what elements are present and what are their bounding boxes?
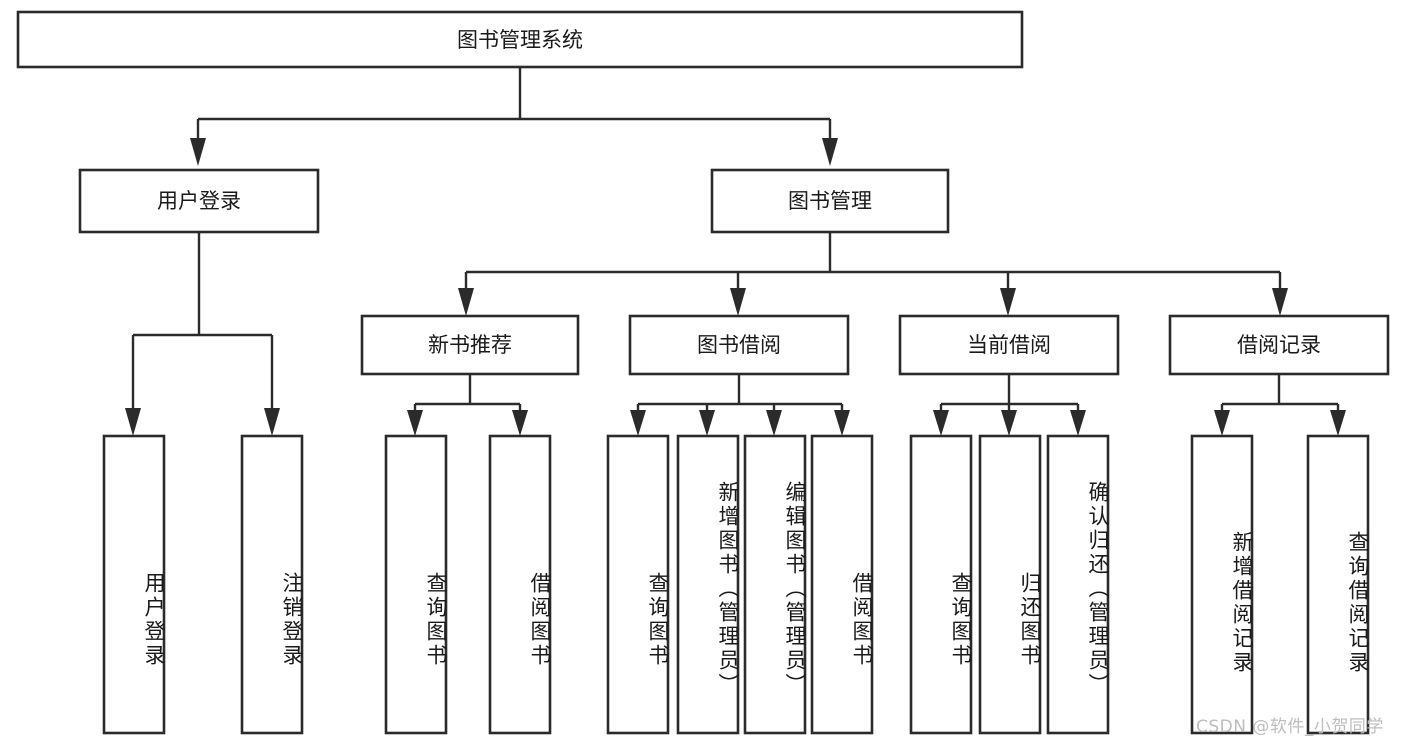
node-book-manage-label: 图书管理	[788, 189, 872, 213]
arrow-head-leaf-add-book	[699, 410, 715, 436]
arrow-head-book-manage	[822, 138, 838, 166]
node-leaf-logout[interactable]	[240, 434, 304, 735]
node-current-borrow[interactable]	[898, 314, 1120, 376]
arrow-head-leaf-return-book	[1001, 410, 1017, 436]
node-root-label: 图书管理系统	[457, 28, 583, 52]
arrow-head-leaf-user-login	[125, 408, 141, 436]
node-leaf-add-book[interactable]	[676, 434, 740, 735]
arrow-head-leaf-query-book-2	[630, 410, 646, 436]
node-leaf-user-login[interactable]	[102, 434, 166, 735]
arrow-head-leaf-add-record	[1214, 410, 1230, 436]
node-current-borrow-label: 当前借阅	[967, 333, 1051, 357]
node-book-borrow-label: 图书借阅	[697, 333, 781, 357]
node-leaf-edit-book[interactable]	[743, 434, 807, 735]
node-new-book-rec[interactable]	[360, 314, 580, 376]
arrow-head-leaf-confirm-return	[1070, 410, 1086, 436]
node-borrow-record-label: 借阅记录	[1237, 333, 1321, 357]
node-leaf-query-book-3[interactable]	[909, 434, 973, 735]
node-leaf-query-record[interactable]	[1306, 434, 1370, 735]
node-leaf-borrow-book-1[interactable]	[488, 434, 552, 735]
node-book-manage[interactable]	[710, 168, 950, 234]
node-leaf-borrow-book-2[interactable]	[810, 434, 874, 735]
arrow-head-leaf-logout	[264, 408, 280, 436]
csdn-watermark: CSDN @软件_小贺同学	[1196, 717, 1384, 737]
arrow-head-current-borrow	[1000, 288, 1016, 316]
arrow-head-user-login	[190, 138, 206, 166]
arrow-head-new-book-rec	[458, 288, 474, 316]
node-leaf-query-book-2[interactable]	[606, 434, 670, 735]
node-new-book-rec-label: 新书推荐	[428, 333, 512, 357]
arrow-head-leaf-query-book-3	[933, 410, 949, 436]
arrow-head-borrow-record	[1272, 288, 1288, 316]
node-book-borrow[interactable]	[628, 314, 850, 376]
node-user-login-label: 用户登录	[157, 189, 241, 213]
arrow-head-book-borrow	[730, 288, 746, 316]
node-leaf-query-book-1[interactable]	[384, 434, 448, 735]
arrow-head-leaf-query-record	[1330, 410, 1346, 436]
arrow-head-leaf-edit-book	[766, 410, 782, 436]
node-root[interactable]	[16, 10, 1024, 69]
node-borrow-record[interactable]	[1168, 314, 1390, 376]
arrow-head-leaf-query-book-1	[407, 410, 423, 436]
arrow-head-leaf-borrow-book-1	[512, 410, 528, 436]
node-leaf-confirm-return[interactable]	[1046, 434, 1110, 735]
arrow-head-leaf-borrow-book-2	[834, 410, 850, 436]
node-leaf-add-record[interactable]	[1190, 434, 1254, 735]
node-leaf-return-book[interactable]	[978, 434, 1042, 735]
